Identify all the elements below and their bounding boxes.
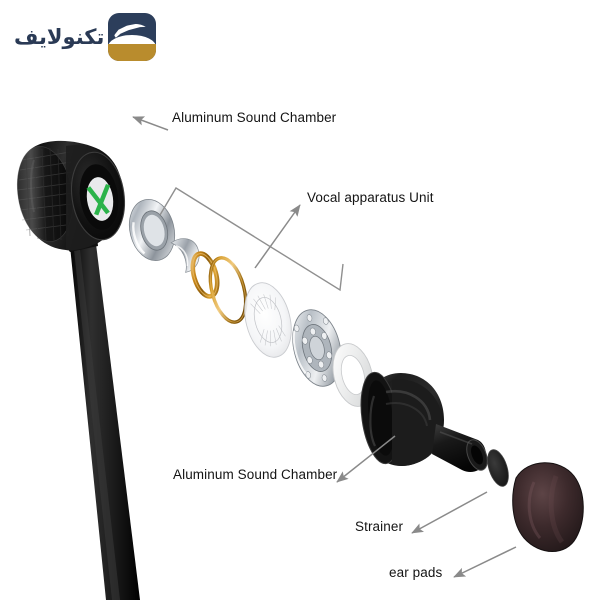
silicone-ear-tip [512, 462, 584, 552]
brand-badge-x-icon [86, 177, 114, 221]
aluminum-housing-front [16, 140, 126, 251]
technolife-logo-mark-icon [108, 13, 157, 61]
brand-name-text: تکنولایف [14, 25, 105, 49]
brand-logo: تکنولایف [14, 8, 194, 66]
leader-vocal [254, 204, 301, 269]
diaphragm [244, 282, 292, 358]
leader-chamber-top [132, 116, 169, 131]
rear-housing [360, 371, 488, 472]
chrome-ring [128, 199, 176, 261]
copper-ring-large [208, 256, 248, 324]
strainer-mesh [487, 449, 509, 487]
leader-chamber-bottom [336, 435, 396, 483]
cable [58, 208, 140, 600]
bracket-vocal [159, 187, 344, 292]
leader-lines [132, 116, 517, 578]
callout-label-earpads: ear pads [389, 565, 443, 580]
copper-ring-small [190, 251, 220, 299]
callout-label-chamber-bottom: Aluminum Sound Chamber [173, 467, 338, 482]
callout-label-chamber-top: Aluminum Sound Chamber [172, 110, 337, 125]
logo-gold-bottom [108, 44, 157, 61]
leader-strainer [411, 491, 488, 534]
leader-earpads [453, 546, 517, 578]
callout-label-vocal: Vocal apparatus Unit [307, 190, 434, 205]
callout-label-strainer: Strainer [355, 519, 404, 534]
nozzle [432, 424, 488, 472]
perforated-plate [292, 309, 342, 387]
